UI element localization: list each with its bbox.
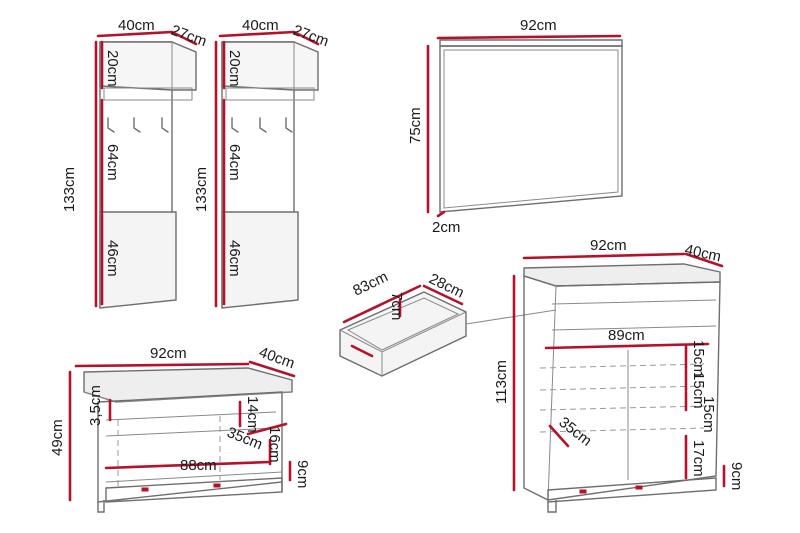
coat-hook	[107, 117, 115, 133]
dim-bottom-section: 46cm	[104, 240, 121, 277]
dim-top-section: 20cm	[104, 50, 121, 87]
leader-line	[465, 309, 557, 325]
shoe-cabinet: 92cm 40cm 113cm 89cm 15cm 15cm 15cm 17cm…	[493, 237, 745, 513]
dim-height: 113cm	[493, 360, 510, 404]
dim-compartment-height: 16cm	[266, 426, 283, 463]
dim-width: 92cm	[150, 345, 187, 362]
dim-thickness: 2cm	[432, 219, 460, 236]
dim-base-height: 9cm	[294, 460, 311, 488]
drawer: 83cm 28cm 7cm	[339, 268, 557, 377]
dim-height: 133cm	[61, 167, 78, 212]
bench: 92cm 40cm 49cm 3,5cm 14cm 35cm 16cm 88cm…	[49, 344, 311, 513]
dim-shelf-2: 15cm	[690, 372, 707, 409]
dim-depth: 40cm	[257, 344, 297, 373]
bench-handle	[141, 487, 149, 492]
dim-top-section: 20cm	[226, 50, 243, 87]
dim-top-thickness: 3,5cm	[87, 385, 104, 426]
coat-rack-right: 40cm 27cm 133cm 20cm 64cm 46cm	[193, 17, 331, 309]
dim-width: 83cm	[350, 268, 390, 299]
dim-drawer-height: 14cm	[244, 396, 261, 433]
dim-width: 40cm	[118, 17, 155, 34]
cabinet-handle	[579, 489, 587, 494]
mirror: 92cm 75cm 2cm	[407, 17, 623, 236]
coat-hook	[259, 117, 267, 133]
dim-width: 40cm	[242, 17, 279, 34]
dim-depth: 40cm	[683, 241, 722, 265]
dim-width: 92cm	[520, 17, 557, 34]
dim-height: 133cm	[193, 167, 210, 212]
dim-middle-section: 64cm	[226, 144, 243, 181]
coat-hook	[231, 117, 239, 133]
dim-bottom-section: 46cm	[226, 240, 243, 277]
dim-height: 7cm	[388, 292, 405, 320]
dim-height: 49cm	[49, 419, 66, 456]
coat-hook	[133, 117, 141, 133]
coat-hook	[161, 117, 169, 133]
coat-rack-left: 40cm 27cm 133cm 20cm 64cm 46cm	[61, 17, 209, 309]
dim-height: 75cm	[407, 107, 424, 144]
cabinet-handle	[635, 485, 643, 490]
dim-shelf-depth: 35cm	[556, 414, 595, 450]
dim-width: 92cm	[590, 237, 627, 254]
dim-shelf-4: 17cm	[690, 440, 707, 477]
dim-base-height: 9cm	[728, 462, 745, 490]
dim-shelf-1: 15cm	[690, 340, 707, 377]
dim-middle-section: 64cm	[104, 144, 121, 181]
dim-inner-width: 89cm	[608, 327, 645, 344]
bench-handle	[213, 483, 221, 488]
dim-shelf-3: 15cm	[700, 396, 717, 433]
dim-inner-width: 88cm	[180, 457, 217, 474]
coat-hook	[285, 117, 293, 133]
